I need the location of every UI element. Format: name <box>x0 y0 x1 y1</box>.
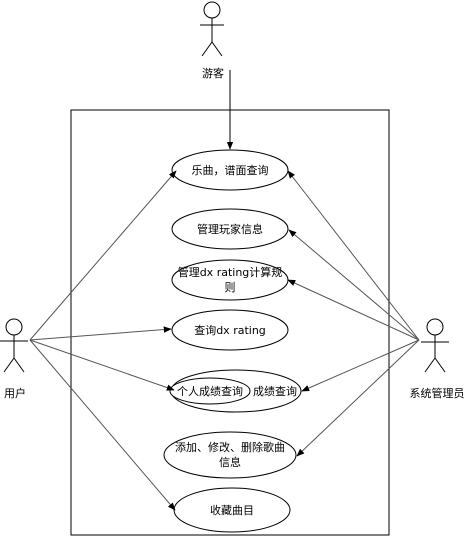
use-case-score-query-label: 成绩查询 <box>253 384 297 398</box>
actor-user-label: 用户 <box>4 386 26 400</box>
use-case-personal-score <box>169 377 251 405</box>
assoc-admin-manage-rating <box>287 279 420 341</box>
assoc-user-browse <box>29 170 177 341</box>
use-case-favorite-label: 收藏曲目 <box>210 503 254 517</box>
use-case-edit-songs-label-1: 添加、修改、删除歌曲 <box>175 440 285 454</box>
use-case-query-rating <box>171 309 289 351</box>
use-case-manage-rating-label-2: 则 <box>225 281 236 294</box>
actor-admin-label: 系统管理员 <box>410 386 465 400</box>
actor-user <box>0 318 28 373</box>
use-case-manage-player <box>171 208 289 250</box>
actor-user-head <box>5 318 23 336</box>
actor-visitor-head <box>203 1 221 19</box>
assoc-user-query-rating <box>29 326 172 341</box>
actor-visitor-label: 游客 <box>202 66 224 80</box>
assoc-admin-edit-songs <box>296 339 420 457</box>
use-case-manage-player-label: 管理玩家信息 <box>197 222 263 236</box>
assoc-admin-browse <box>287 170 420 341</box>
actor-admin-head <box>426 318 444 336</box>
use-case-edit-songs-label-2: 信息 <box>219 455 241 469</box>
assoc-admin-score-query <box>301 339 420 392</box>
use-case-manage-rating-label-1: 管理dx rating计算规 <box>178 265 283 279</box>
assoc-user-score-query <box>29 339 175 391</box>
use-case-browse <box>171 149 289 191</box>
actor-visitor <box>200 1 224 57</box>
assoc-user-favorite <box>29 339 176 511</box>
actor-admin <box>421 318 449 373</box>
use-case-personal-score-label: 个人成绩查询 <box>177 384 243 398</box>
use-case-edit-songs <box>163 431 297 479</box>
use-case-browse-label: 乐曲，谱面查询 <box>192 163 269 177</box>
assoc-admin-manage-player <box>288 229 420 341</box>
use-case-query-rating-label: 查询dx rating <box>194 323 266 337</box>
